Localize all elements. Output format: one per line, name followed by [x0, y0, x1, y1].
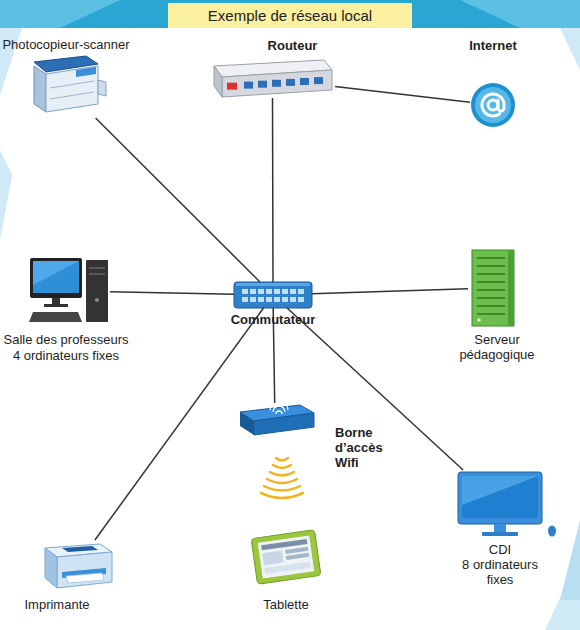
device-label: Borne d’accès Wifi [335, 425, 395, 470]
access-point-icon [240, 401, 314, 435]
tablet-icon [251, 530, 321, 584]
device-node: Routeur [210, 60, 335, 98]
network-link [287, 308, 463, 470]
device-node: Salle des professeurs4 ordinateurs fixes [28, 255, 110, 327]
network-link [96, 118, 260, 282]
device-label: 8 ordinateurs fixes [452, 557, 548, 587]
switch-icon [234, 282, 312, 308]
device-node: Borne d’accès Wifi [235, 403, 315, 437]
frame-wedge [560, 28, 580, 70]
device-label: Salle des professeurs [0, 332, 151, 347]
frame-wedge [0, 150, 12, 240]
title-text: Exemple de réseau local [208, 7, 372, 24]
device-node: Tablette [250, 528, 322, 586]
device-label: Routeur [248, 38, 338, 53]
device-label: CDI [450, 542, 550, 557]
title-banner: Exemple de réseau local [168, 3, 412, 28]
server-icon [472, 250, 514, 326]
network-link [312, 289, 468, 294]
device-label: Photocopieur-scanner [0, 37, 151, 52]
network-link [110, 292, 234, 294]
internet-icon [471, 83, 515, 127]
header-wedge [0, 0, 120, 28]
desktop-monitor-icon [458, 472, 556, 537]
router-icon [214, 60, 332, 97]
header-wedge [460, 0, 580, 28]
frame-wedge [560, 520, 580, 600]
device-node: Internet [470, 82, 516, 128]
device-node: Photocopieur-scanner [28, 55, 100, 118]
wifi-waves [261, 458, 303, 498]
network-link [335, 86, 470, 102]
device-label: Commutateur [213, 312, 333, 327]
device-node: Commutateur [234, 282, 312, 308]
device-label: Tablette [236, 597, 336, 612]
device-label: Internet [448, 38, 538, 53]
photocopier-icon [34, 56, 106, 112]
printer-icon [45, 544, 112, 588]
device-label: Imprimante [2, 597, 112, 612]
device-label: Serveur pédagogique [451, 332, 543, 362]
device-node: Imprimante [35, 540, 117, 592]
device-label: 4 ordinateurs fixes [0, 348, 151, 363]
device-node: Serveur pédagogique [468, 248, 518, 328]
network-link [272, 98, 274, 282]
desktop-computer-icon [29, 258, 108, 322]
device-node: CDI8 ordinateurs fixes [455, 470, 545, 538]
header-band [0, 0, 580, 28]
